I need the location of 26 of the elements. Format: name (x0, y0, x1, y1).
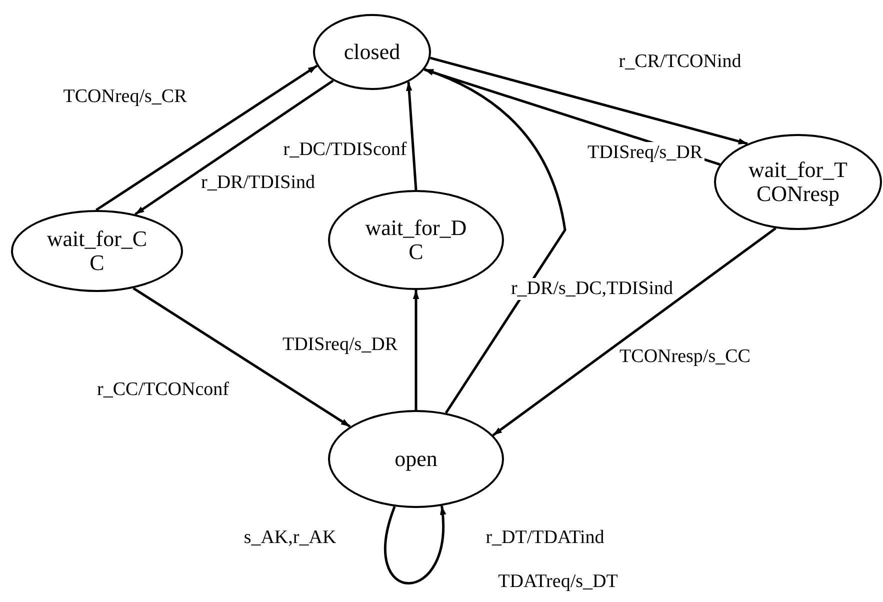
edge-label: r_DR/s_DC,TDISind (508, 278, 676, 300)
transition-arrow (132, 287, 351, 428)
state-ellipse (11, 210, 183, 292)
transition-arrow (430, 56, 748, 145)
transition-label: TDATreq/s_DT (498, 571, 618, 593)
state-label: closed (344, 40, 400, 64)
state-ellipse (313, 14, 431, 90)
transition-arrow (492, 227, 776, 436)
self-loop-arrow (384, 506, 446, 584)
transition-arrow (412, 290, 420, 410)
transition-arrow (134, 80, 334, 216)
state-label: open (394, 447, 438, 471)
edge-label: TDISreq/s_DR (280, 334, 400, 356)
transition-arrow (424, 68, 566, 414)
edge-label: TCONreq/s_CR (61, 86, 189, 108)
state-ellipse (328, 190, 504, 290)
edge-label: TDISreq/s_DR (585, 142, 705, 164)
transition-arrow (96, 64, 318, 212)
edge-label: TCONresp/s_CC (618, 346, 752, 368)
state-label: wait_for_DC (364, 216, 468, 264)
state-ellipse (328, 410, 504, 508)
state-label: wait_for_CC (46, 227, 148, 275)
transition-label: r_DT/TDATind (486, 527, 604, 549)
state-label: wait_for_TCONresp (748, 158, 848, 206)
transition-arrow (406, 82, 418, 190)
state-ellipse (714, 134, 882, 230)
